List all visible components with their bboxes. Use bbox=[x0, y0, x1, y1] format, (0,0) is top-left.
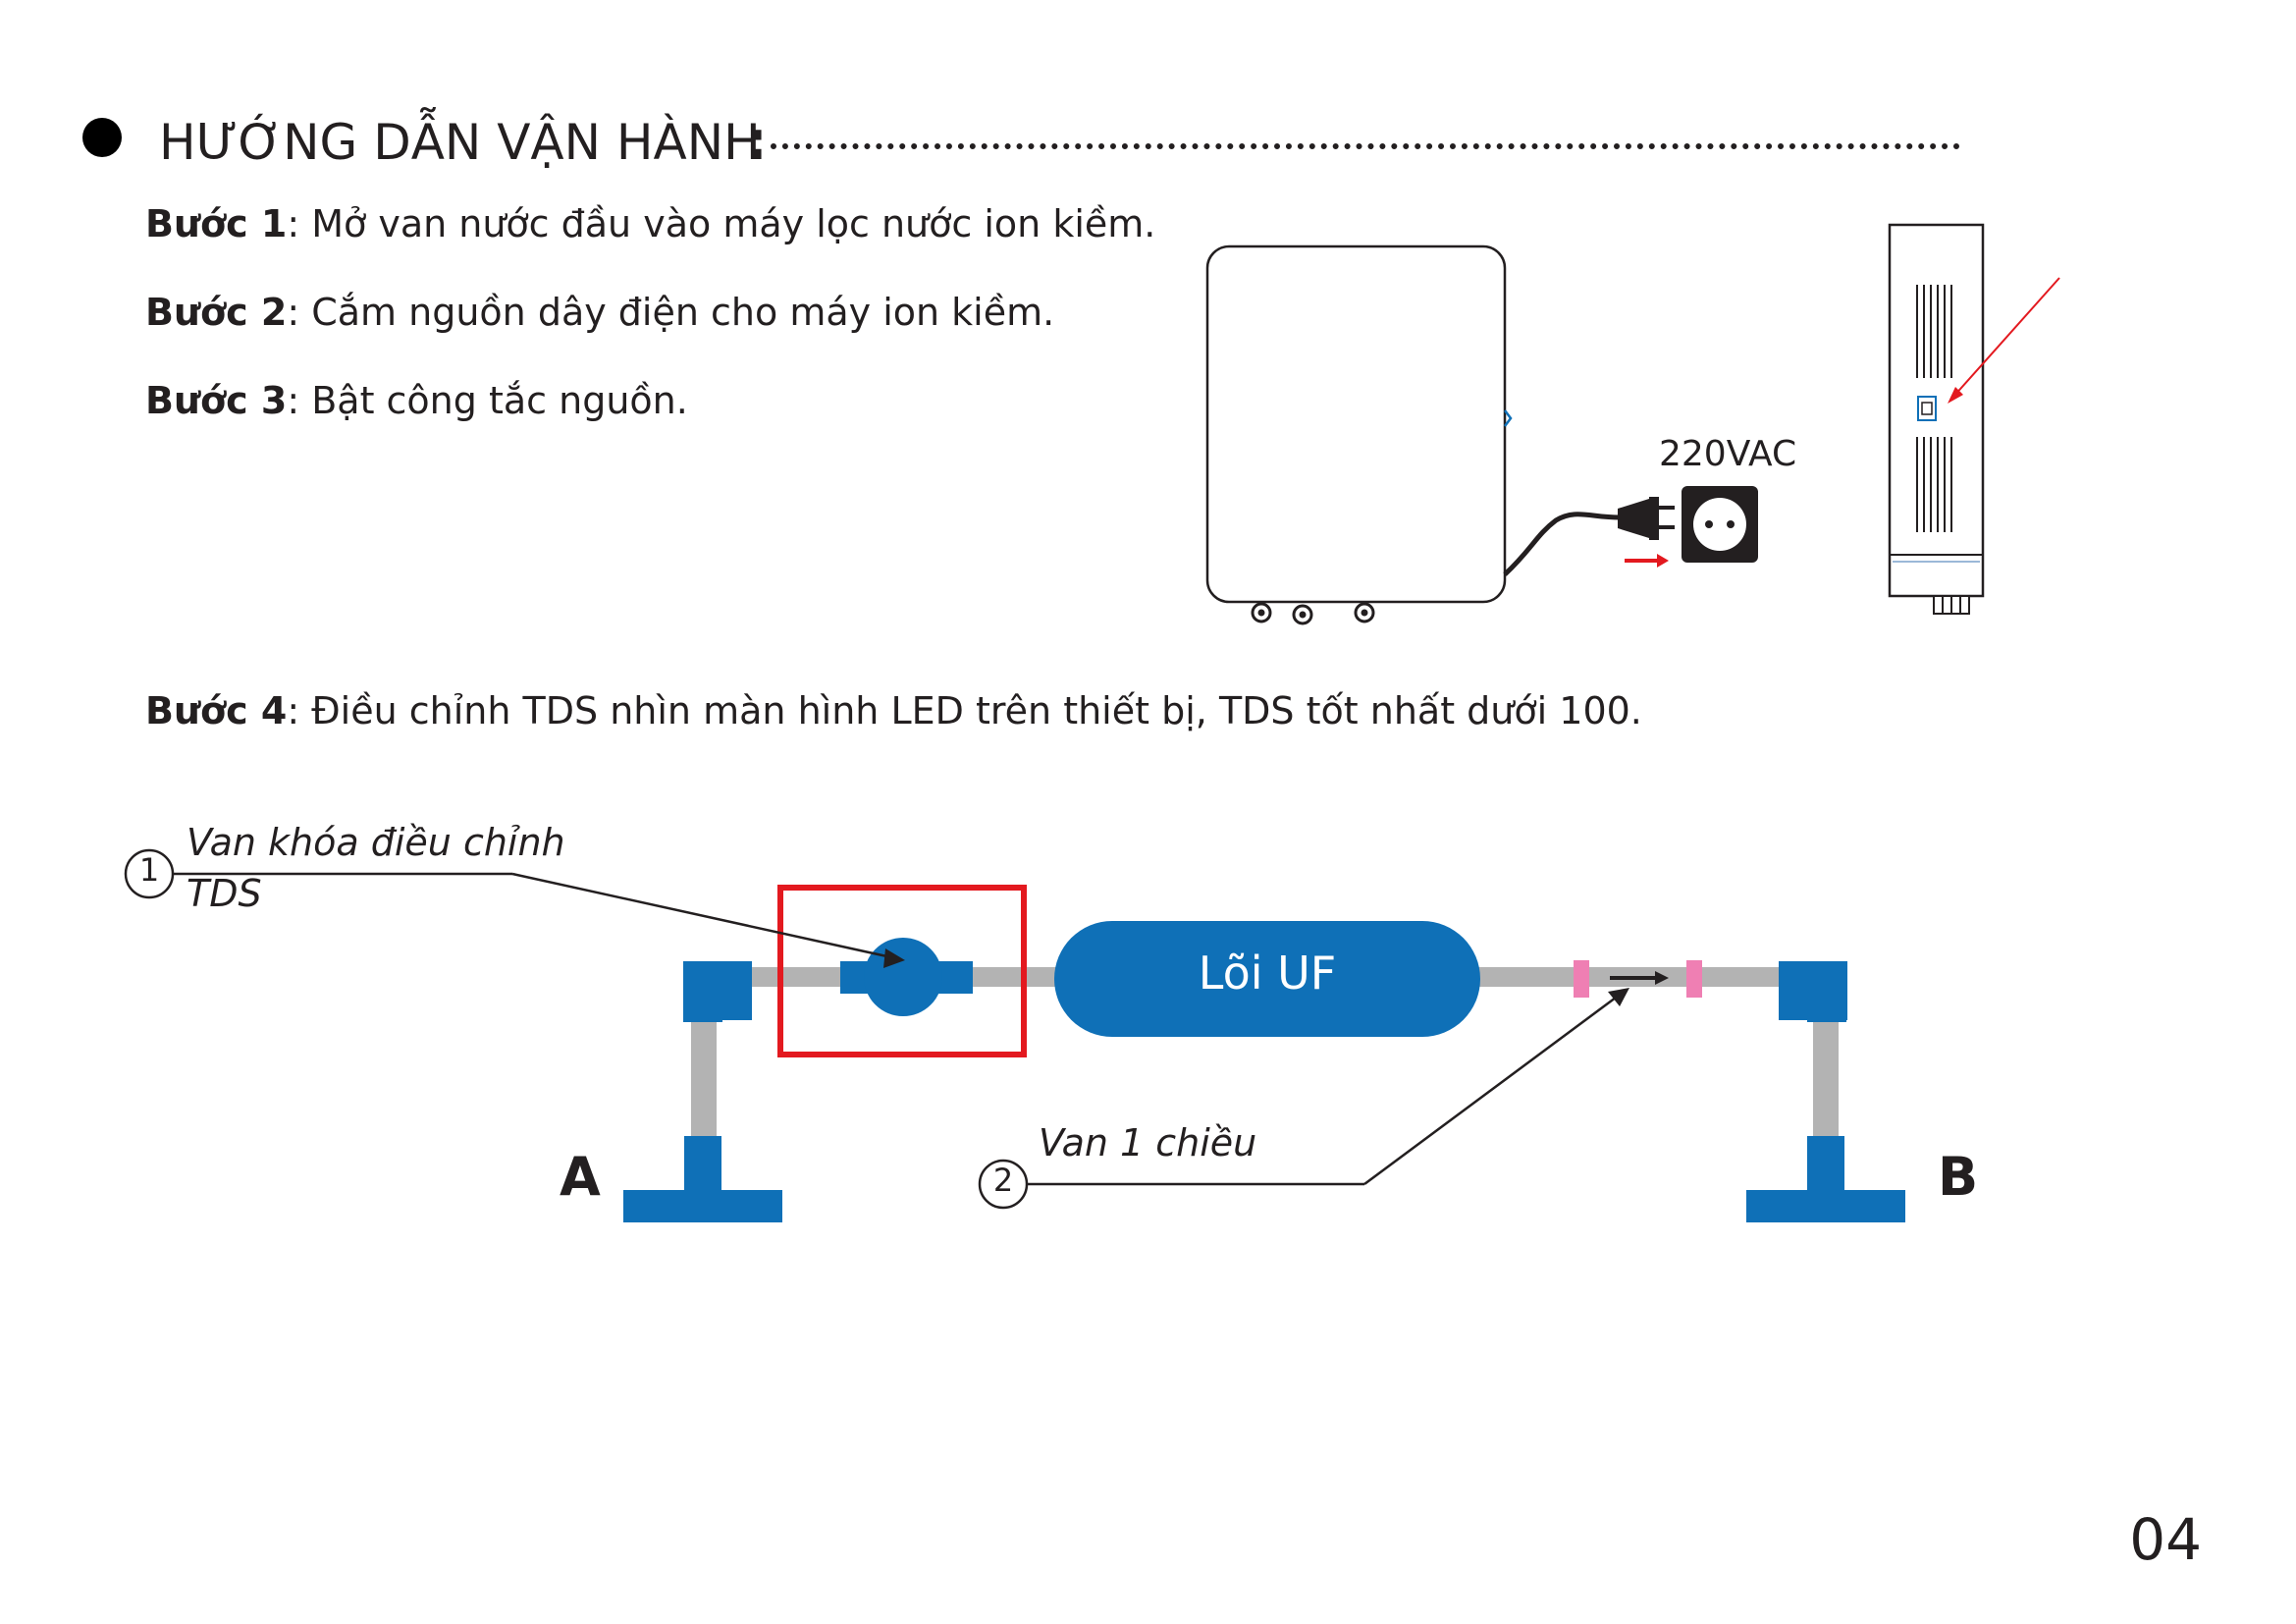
callout-2-number: 2 bbox=[992, 1162, 1014, 1199]
tee-fitting-a bbox=[623, 1136, 782, 1222]
insert-arrow-icon bbox=[1625, 554, 1669, 568]
callout-1-marker bbox=[124, 848, 905, 968]
power-switch-icon bbox=[1917, 396, 1937, 421]
check-valve-right-marker bbox=[1686, 960, 1702, 998]
step-2: Bước 2: Cắm nguồn dây điện cho máy ion k… bbox=[145, 291, 1054, 334]
step-2-label: Bước 2 bbox=[145, 291, 288, 334]
step-1: Bước 1: Mở van nước đầu vào máy lọc nước… bbox=[145, 202, 1155, 245]
step-4-text: : Điều chỉnh TDS nhìn màn hình LED trên … bbox=[287, 689, 1642, 732]
step-1-text: : Mở van nước đầu vào máy lọc nước ion k… bbox=[287, 202, 1156, 245]
callout-2-label: Van 1 chiều bbox=[1039, 1121, 1257, 1164]
tds-valve-icon bbox=[840, 938, 973, 1016]
wall-socket-icon bbox=[1682, 486, 1758, 563]
outlet-label-b: B bbox=[1938, 1146, 1979, 1208]
tee-fitting-b bbox=[1746, 1136, 1905, 1222]
step-3: Bước 3: Bật công tắc nguồn. bbox=[145, 379, 688, 422]
left-elbow-fitting bbox=[683, 961, 752, 1022]
page-number: 04 bbox=[2129, 1506, 2202, 1573]
uf-filter-label: Lõi UF bbox=[1198, 947, 1337, 1000]
bullet-icon bbox=[82, 118, 122, 157]
check-valve-left-marker bbox=[1574, 960, 1589, 998]
valve-highlight-box bbox=[777, 885, 1027, 1057]
callout-1-number: 1 bbox=[138, 851, 160, 889]
callout-1-label-line1: Van khóa điều chỉnh bbox=[187, 821, 565, 864]
right-elbow-fitting bbox=[1779, 961, 1847, 1022]
pointer-arrow-icon bbox=[1948, 277, 2060, 404]
callout-2-marker bbox=[978, 988, 1629, 1210]
power-cable bbox=[1503, 512, 1621, 576]
uf-filter bbox=[1054, 921, 1480, 1037]
step-4-label: Bước 4 bbox=[145, 689, 288, 732]
plug-icon bbox=[1618, 497, 1675, 540]
section-heading: HƯỚNG DẪN VẬN HÀNH bbox=[159, 114, 761, 171]
step-2-text: : Cắm nguồn dây điện cho máy ion kiềm. bbox=[287, 291, 1055, 334]
voltage-label: 220VAC bbox=[1659, 434, 1797, 474]
callout-1-label-line2: TDS bbox=[187, 872, 262, 915]
flow-arrow-icon bbox=[1610, 971, 1669, 985]
machine-front-illustration bbox=[1205, 244, 1513, 625]
step-3-text: : Bật công tắc nguồn. bbox=[287, 379, 688, 422]
step-4: Bước 4: Điều chỉnh TDS nhìn màn hình LED… bbox=[145, 689, 1642, 732]
heading-colon: : bbox=[746, 110, 768, 172]
inlet-label-a: A bbox=[560, 1146, 601, 1208]
dotted-leader bbox=[771, 143, 1960, 149]
step-3-label: Bước 3 bbox=[145, 379, 288, 422]
step-1-label: Bước 1 bbox=[145, 202, 288, 245]
